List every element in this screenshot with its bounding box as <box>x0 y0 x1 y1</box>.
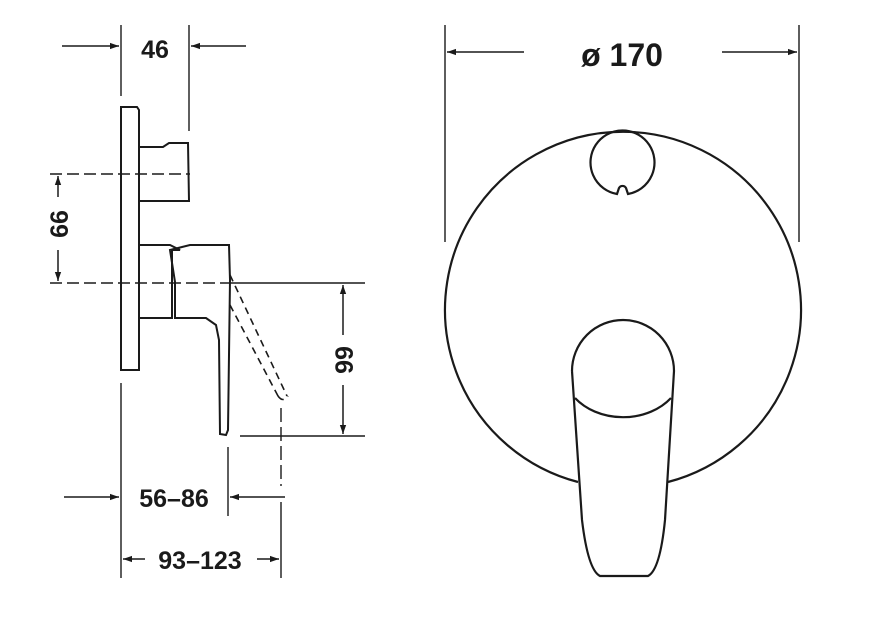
front-view <box>443 129 803 578</box>
dim-99-label: 99 <box>331 346 359 374</box>
dim-93-123-label: 93–123 <box>158 547 241 575</box>
lever-alt-position <box>229 274 289 401</box>
dim-46-label: 46 <box>141 36 169 64</box>
side-view <box>120 106 289 437</box>
wall-plate <box>120 106 140 371</box>
diverter-knob <box>139 142 191 202</box>
dimension-arrows <box>54 42 797 563</box>
extension-lines <box>120 25 800 578</box>
lever-handle <box>168 244 232 437</box>
diverter-knob-front <box>589 129 656 196</box>
centerlines <box>50 173 230 284</box>
dim-66-label: 66 <box>46 210 74 238</box>
rosette <box>443 130 803 484</box>
lever-front <box>570 318 676 578</box>
dim-56-86-label: 56–86 <box>139 485 209 513</box>
lever-base <box>139 244 181 319</box>
dim-diameter-label: ø 170 <box>581 37 663 73</box>
lever-front-contour <box>574 397 672 419</box>
